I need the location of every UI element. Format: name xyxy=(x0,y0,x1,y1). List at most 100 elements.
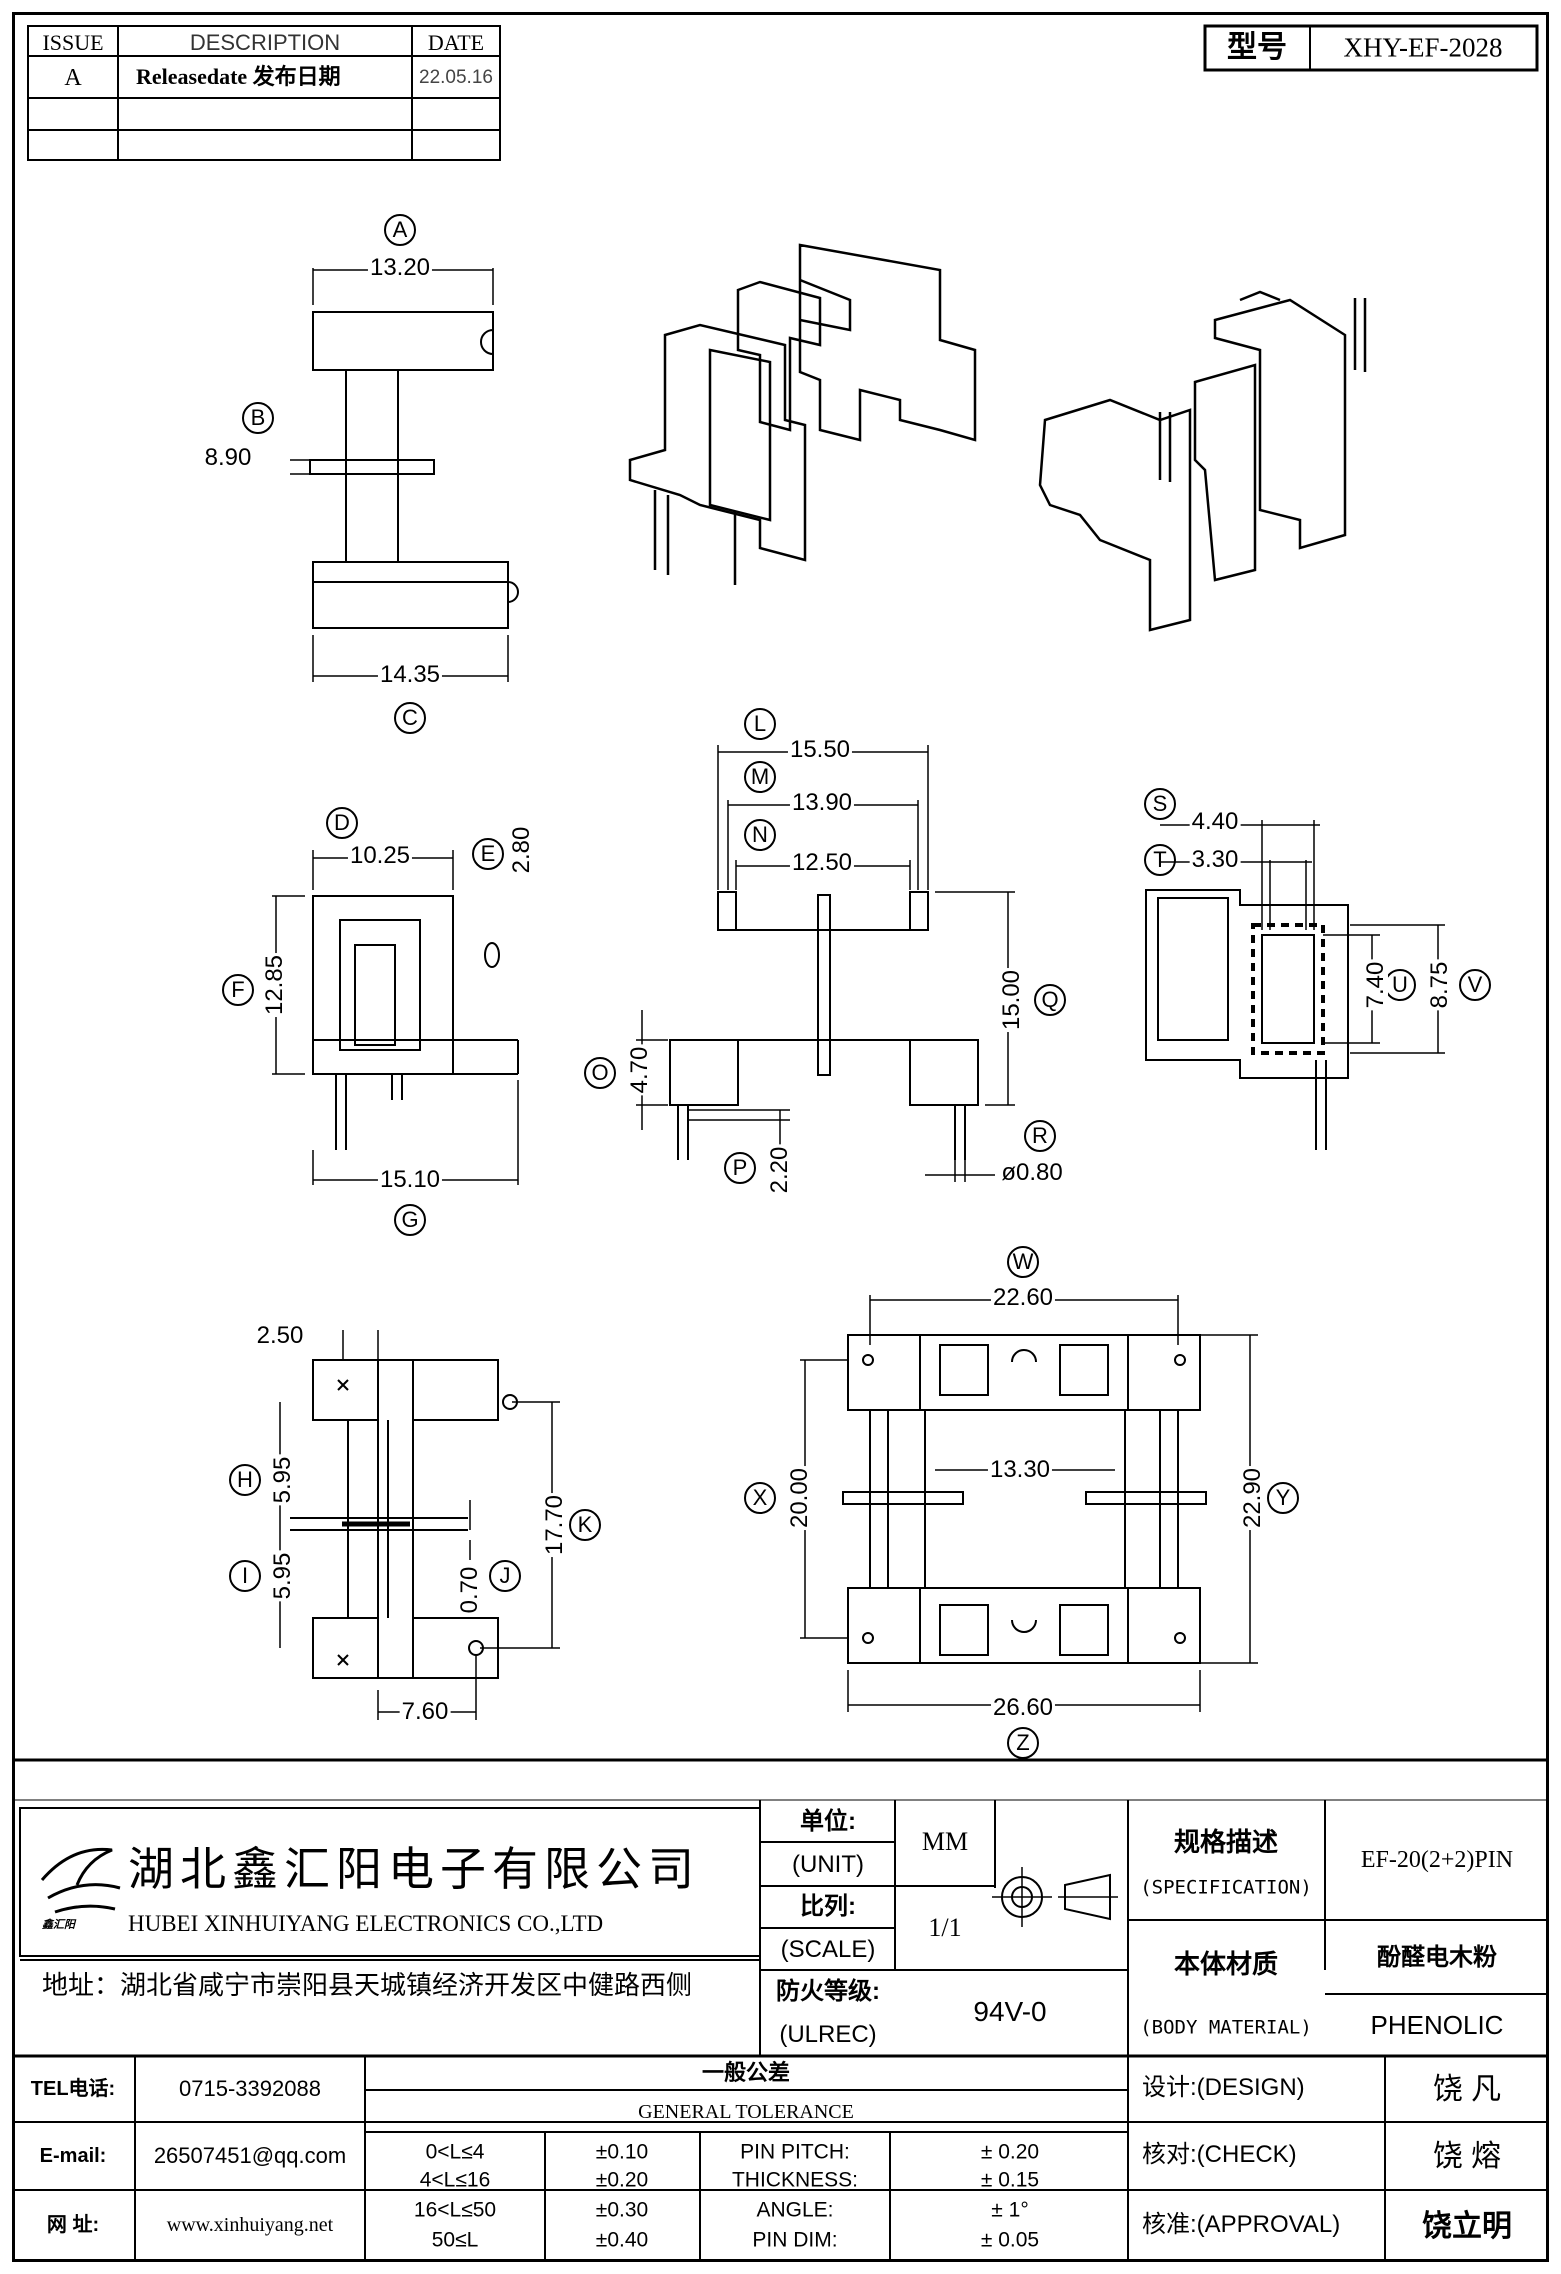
revision-issue-cell: A xyxy=(64,65,82,91)
special-tolerance-value: ± 0.15 xyxy=(980,2168,1040,2192)
dimension-marker-p: P xyxy=(724,1152,756,1184)
part-number-label: 型号 xyxy=(1227,31,1287,64)
dimension-marker-v: V xyxy=(1459,969,1491,1001)
dimension-marker-i: I xyxy=(229,1560,261,1592)
dimension-value-z: 26.60 xyxy=(990,1694,1056,1721)
projection-symbol xyxy=(992,1867,1118,1927)
unit-value: MM xyxy=(921,1827,969,1856)
approval-label: 核准:(APPROVAL) xyxy=(1142,2211,1341,2238)
unit-label-cn: 单位: xyxy=(800,1808,856,1835)
dimension-value-pin-offset: 2.50 xyxy=(254,1322,306,1349)
dimension-value-r: ø0.80 xyxy=(999,1159,1065,1186)
dimension-marker-n: N xyxy=(744,819,776,851)
dimension-marker-y: Y xyxy=(1267,1482,1299,1514)
dimension-marker-b: B xyxy=(242,402,274,434)
dimension-value-s: 4.40 xyxy=(1189,808,1241,835)
pin-side-view-drawing xyxy=(279,1330,560,1720)
special-tolerance-name: PIN PITCH: xyxy=(740,2140,850,2164)
dimension-marker-m: M xyxy=(744,761,776,793)
web-label: 网 址: xyxy=(46,2214,100,2236)
design-label: 设计:(DESIGN) xyxy=(1142,2074,1305,2101)
dimension-value-o: 4.70 xyxy=(626,1044,653,1096)
design-name: 饶 凡 xyxy=(1432,2073,1502,2106)
email-value[interactable]: 26507451@qq.com xyxy=(153,2143,347,2168)
dimension-marker-l: L xyxy=(744,708,776,740)
part-number-box xyxy=(1203,24,1539,72)
dimension-marker-w: W xyxy=(1007,1246,1039,1278)
dimension-marker-r: R xyxy=(1024,1120,1056,1152)
ulrec-value: 94V-0 xyxy=(973,1996,1047,2027)
dimension-value-l: 15.50 xyxy=(787,736,853,763)
approval-name: 饶立明 xyxy=(1422,2210,1512,2243)
dimension-marker-g: G xyxy=(394,1204,426,1236)
dimension-value-v: 8.75 xyxy=(1426,959,1453,1011)
top-view-drawing xyxy=(290,268,519,682)
isometric-view-left xyxy=(628,243,977,585)
dimension-marker-a: A xyxy=(384,214,416,246)
revision-description-header: DESCRIPTION xyxy=(189,30,341,55)
dimension-value-n: 12.50 xyxy=(789,849,855,876)
web-value[interactable]: www.xinhuiyang.net xyxy=(166,2214,334,2236)
dimension-value-g: 15.10 xyxy=(377,1166,443,1193)
special-tolerance-value: ± 0.05 xyxy=(980,2228,1040,2252)
dimension-marker-j: J xyxy=(489,1560,521,1592)
revision-date-cell: 22.05.16 xyxy=(419,67,493,88)
dimension-marker-s: S xyxy=(1144,788,1176,820)
special-tolerance-value: ± 0.20 xyxy=(980,2140,1040,2164)
dimension-value-h: 5.95 xyxy=(269,1454,296,1506)
tolerance-title-cn: 一般公差 xyxy=(701,2060,791,2085)
revision-date-header: DATE xyxy=(427,30,485,55)
tolerance-range: 4<L≤16 xyxy=(419,2168,491,2192)
unit-label-en: (UNIT) xyxy=(792,1851,864,1878)
dimension-value-u: 7.40 xyxy=(1362,959,1389,1011)
dimension-marker-k: K xyxy=(569,1509,601,1541)
bottom-view-drawing xyxy=(800,1295,1258,1712)
dimension-value-p: 2.20 xyxy=(766,1144,793,1196)
scale-value: 1/1 xyxy=(928,1913,962,1942)
dimension-value-j: 0.70 xyxy=(456,1564,483,1616)
material-label-en: (BODY MATERIAL) xyxy=(1140,2016,1312,2039)
special-tolerance-value: ± 1° xyxy=(991,2198,1029,2222)
material-value-en: PHENOLIC xyxy=(1370,2010,1504,2040)
tolerance-value: ±0.20 xyxy=(595,2168,649,2192)
dimension-value-d: 10.25 xyxy=(347,842,413,869)
tolerance-value: ±0.40 xyxy=(595,2228,649,2252)
dimension-marker-c: C xyxy=(394,702,426,734)
tolerance-value: ±0.10 xyxy=(595,2140,649,2164)
drawing-sheet xyxy=(12,12,1549,2262)
special-tolerance-name: ANGLE: xyxy=(756,2198,834,2222)
tolerance-range: 0<L≤4 xyxy=(425,2140,485,2164)
tel-label: TEL电话: xyxy=(30,2078,116,2100)
revision-table-grid xyxy=(27,25,501,161)
dimension-value-k: 17.70 xyxy=(541,1492,568,1558)
title-block-grid xyxy=(12,1758,1549,2262)
tolerance-range: 16<L≤50 xyxy=(413,2198,497,2222)
dimension-value-b: 8.90 xyxy=(202,444,254,471)
tolerance-title-en: GENERAL TOLERANCE xyxy=(638,2101,854,2123)
dimension-marker-q: Q xyxy=(1034,984,1066,1016)
special-tolerance-name: THICKNESS: xyxy=(731,2168,859,2192)
side-view-drawing xyxy=(272,850,519,1185)
isometric-view-right xyxy=(1038,290,1367,632)
dimension-value-c: 14.35 xyxy=(377,661,443,688)
dimension-marker-e: E xyxy=(472,838,504,870)
dimension-value-i: 5.95 xyxy=(269,1550,296,1602)
tolerance-value: ±0.30 xyxy=(595,2198,649,2222)
dimension-marker-o: O xyxy=(584,1057,616,1089)
dimension-value-f: 12.85 xyxy=(261,952,288,1018)
scale-label-en: (SCALE) xyxy=(780,1936,876,1963)
spec-label-en: (SPECIFICATION) xyxy=(1140,1876,1312,1899)
revision-issue-header: ISSUE xyxy=(42,30,104,55)
dimension-value-w: 22.60 xyxy=(990,1284,1056,1311)
logo-text: 鑫汇阳 xyxy=(42,1919,75,1931)
email-label: E-mail: xyxy=(39,2145,107,2167)
dimension-marker-z: Z xyxy=(1007,1727,1039,1759)
dimension-marker-x: X xyxy=(744,1482,776,1514)
dimension-marker-f: F xyxy=(222,974,254,1006)
dimension-value-q: 15.00 xyxy=(998,967,1025,1033)
company-name-cn: 湖北鑫汇阳电子有限公司 xyxy=(128,1842,700,1896)
dimension-value-t: 3.30 xyxy=(1189,846,1241,873)
dimension-value-inner-gap: 13.30 xyxy=(987,1456,1053,1483)
special-tolerance-name: PIN DIM: xyxy=(752,2228,838,2252)
check-name: 饶 熔 xyxy=(1432,2140,1502,2173)
